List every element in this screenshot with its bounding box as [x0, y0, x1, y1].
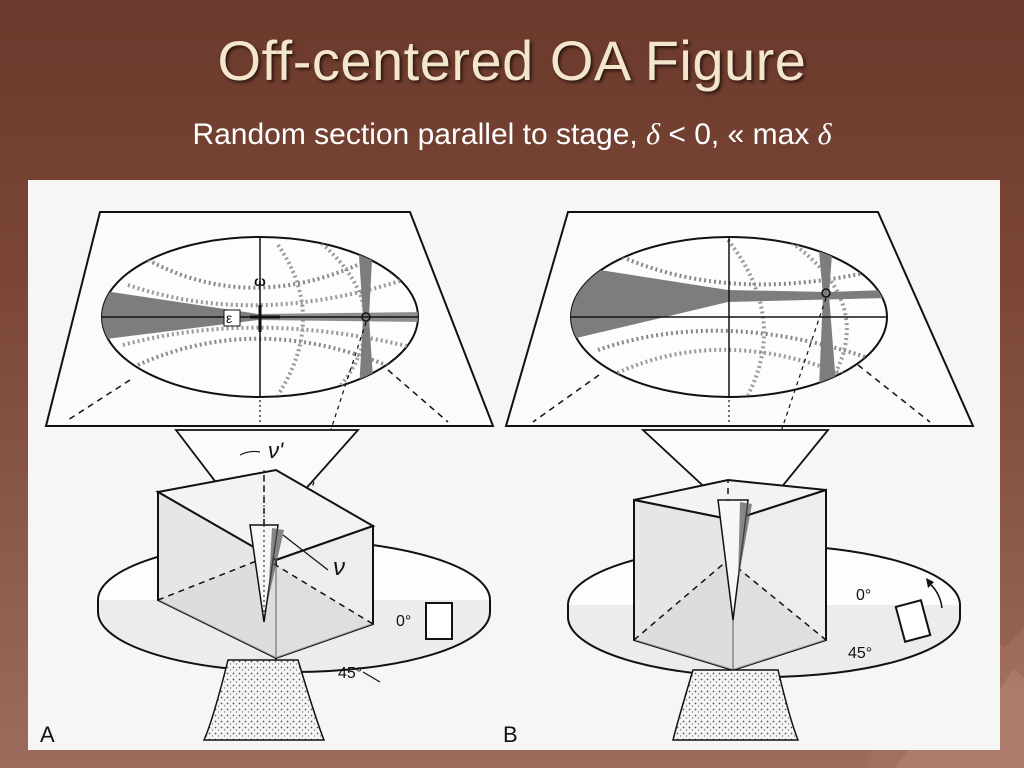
isogyre [102, 290, 258, 340]
nu-label: ν [333, 554, 345, 581]
crystal-block [155, 468, 376, 660]
rotation-arrow-icon [926, 578, 934, 588]
panel-b: 0° 45° B [503, 211, 975, 747]
omega-label: ω [254, 273, 266, 289]
oa-figure-image: ε ω [28, 180, 1000, 750]
subtitle-rest: < 0, « max [660, 118, 818, 151]
angle-45-label: 45° [848, 645, 872, 662]
panel-a: ε ω [40, 211, 495, 747]
isogyre [358, 240, 375, 397]
substage-light [202, 659, 326, 741]
epsilon-label: ε [226, 310, 232, 326]
nu-prime-label: ν' [268, 438, 284, 463]
interference-figure: ε ω [101, 236, 419, 398]
panel-a-letter: A [40, 722, 55, 747]
angle-0-label: 0° [396, 613, 411, 630]
crystal-block [633, 478, 827, 672]
substage-light [672, 669, 800, 741]
slide-title: Off-centered OA Figure [217, 29, 807, 92]
melatope [361, 312, 371, 322]
delta-symbol: δ [817, 118, 832, 151]
delta-symbol: δ [646, 118, 661, 151]
panel-b-letter: B [503, 722, 518, 747]
isogyre [818, 240, 838, 397]
isogyre [571, 265, 887, 340]
melatope [821, 288, 831, 298]
stage-knob [894, 599, 932, 643]
subtitle-text: Random section parallel to stage, [192, 118, 638, 151]
stage-knob [425, 602, 453, 640]
angle-45-label: 45° [338, 665, 362, 682]
angle-0-label: 0° [856, 587, 871, 604]
interference-figure [570, 236, 888, 398]
slide-subtitle: Random section parallel to stage, δ < 0,… [0, 118, 1024, 152]
